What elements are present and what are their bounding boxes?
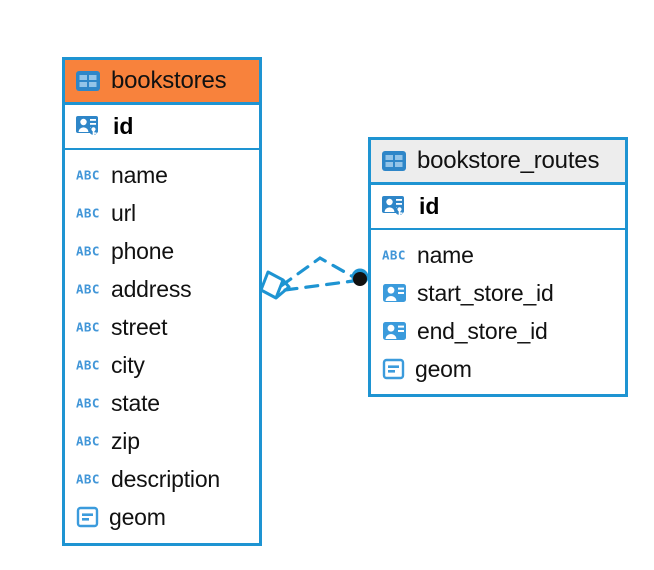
- field-label: id: [113, 113, 134, 139]
- circle-endpoint: [351, 268, 369, 286]
- diamond-endpoint: [259, 270, 291, 300]
- text-type-icon: ABC: [76, 282, 100, 296]
- geometry-type-icon: [382, 358, 405, 380]
- field-row[interactable]: ABC zip: [65, 422, 259, 460]
- field-row-id[interactable]: id: [371, 185, 625, 230]
- relationship-line-lower: [283, 279, 355, 292]
- field-label: zip: [111, 427, 140, 454]
- field-label: name: [417, 241, 474, 268]
- field-row[interactable]: ABC name: [65, 156, 259, 194]
- field-label: id: [419, 193, 440, 219]
- field-row[interactable]: start_store_id: [371, 274, 625, 312]
- field-row[interactable]: ABC city: [65, 346, 259, 384]
- text-type-icon: ABC: [76, 206, 100, 220]
- field-label: geom: [109, 503, 166, 530]
- field-row[interactable]: ABC name: [371, 236, 625, 274]
- table-icon: [382, 151, 406, 171]
- text-type-icon: ABC: [382, 248, 406, 262]
- field-label: geom: [415, 355, 472, 382]
- field-row[interactable]: ABC address: [65, 270, 259, 308]
- field-label: description: [111, 465, 221, 492]
- entity-title: bookstores: [111, 67, 227, 94]
- svg-text:ABC: ABC: [76, 434, 100, 448]
- svg-text:ABC: ABC: [76, 168, 100, 182]
- entity-header-bookstore-routes[interactable]: bookstore_routes: [371, 140, 625, 185]
- field-label: phone: [111, 237, 174, 264]
- svg-text:ABC: ABC: [76, 206, 100, 220]
- field-row-id[interactable]: id: [65, 105, 259, 150]
- field-row[interactable]: geom: [65, 498, 259, 536]
- field-label: name: [111, 161, 168, 188]
- svg-text:ABC: ABC: [76, 320, 100, 334]
- svg-text:ABC: ABC: [382, 248, 406, 262]
- field-row[interactable]: ABC street: [65, 308, 259, 346]
- foreign-key-icon: [383, 322, 406, 340]
- text-type-icon: ABC: [76, 358, 100, 372]
- field-row[interactable]: geom: [371, 350, 625, 388]
- svg-text:ABC: ABC: [76, 358, 100, 372]
- relationship-line-upper: [279, 256, 359, 288]
- field-label: address: [111, 275, 192, 302]
- text-type-icon: ABC: [76, 320, 100, 334]
- text-type-icon: ABC: [76, 168, 100, 182]
- field-label: state: [111, 389, 160, 416]
- field-label: street: [111, 313, 168, 340]
- text-type-icon: ABC: [76, 434, 100, 448]
- field-row[interactable]: ABC description: [65, 460, 259, 498]
- entity-header-bookstores[interactable]: bookstores: [65, 60, 259, 105]
- svg-text:ABC: ABC: [76, 282, 100, 296]
- field-row[interactable]: ABC phone: [65, 232, 259, 270]
- text-type-icon: ABC: [76, 244, 100, 258]
- text-type-icon: ABC: [76, 472, 100, 486]
- geometry-type-icon: [76, 506, 99, 528]
- field-row[interactable]: end_store_id: [371, 312, 625, 350]
- text-type-icon: ABC: [76, 396, 100, 410]
- field-row[interactable]: ABC state: [65, 384, 259, 422]
- svg-text:ABC: ABC: [76, 472, 100, 486]
- entity-bookstore-routes[interactable]: bookstore_routes id ABC name start_store_i…: [368, 137, 628, 397]
- primary-key-icon: [382, 195, 404, 216]
- field-label: url: [111, 199, 136, 226]
- table-icon: [76, 71, 100, 91]
- foreign-key-icon: [383, 284, 406, 302]
- svg-text:ABC: ABC: [76, 396, 100, 410]
- field-label: city: [111, 351, 145, 378]
- field-label: start_store_id: [417, 279, 554, 306]
- field-row[interactable]: ABC url: [65, 194, 259, 232]
- field-label: end_store_id: [417, 317, 548, 344]
- svg-text:ABC: ABC: [76, 244, 100, 258]
- primary-key-icon: [76, 115, 98, 136]
- entity-title: bookstore_routes: [417, 147, 600, 174]
